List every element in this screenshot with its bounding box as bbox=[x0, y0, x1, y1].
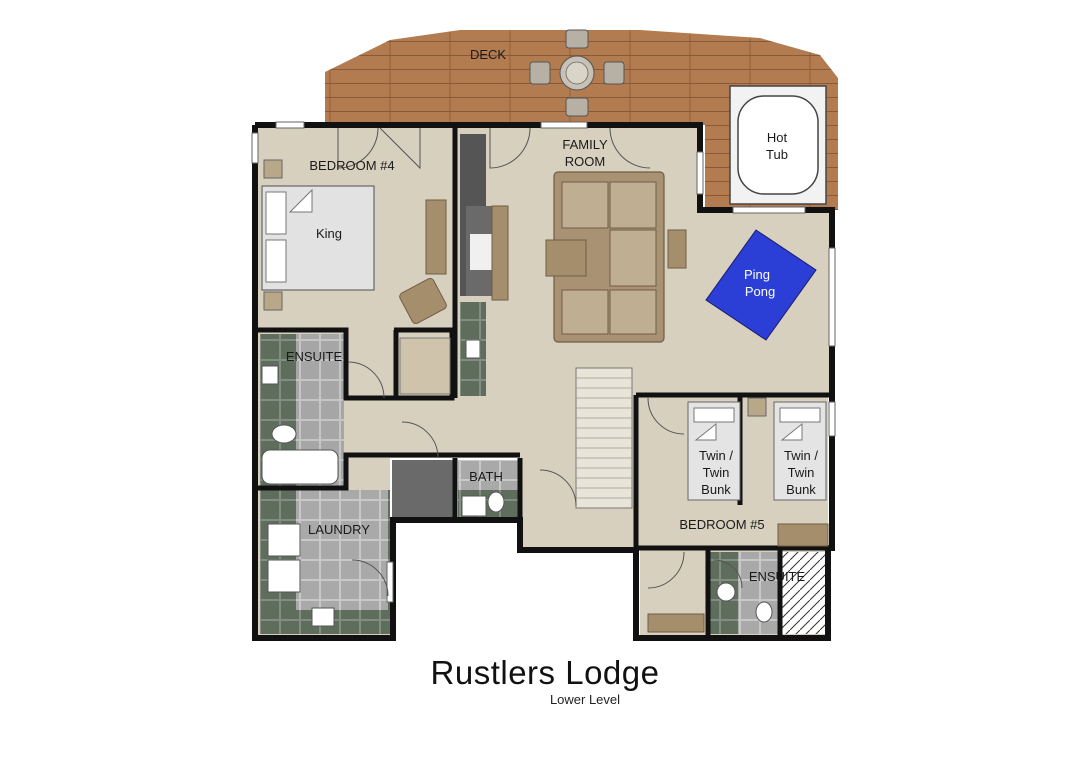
console-table bbox=[491, 205, 509, 301]
label-ping-pong-2: Pong bbox=[745, 284, 775, 299]
shower bbox=[780, 552, 826, 634]
label-bedroom4: BEDROOM #4 bbox=[309, 158, 394, 173]
label-bath: BATH bbox=[469, 469, 503, 484]
label-hot-tub-1: Hot bbox=[767, 130, 788, 145]
label-bunk-right-1: Twin / bbox=[784, 448, 818, 463]
bathroom-fixtures bbox=[261, 339, 773, 627]
label-ensuite-right: ENSUITE bbox=[749, 569, 806, 584]
patio-table bbox=[529, 29, 625, 117]
mechanical-closet bbox=[392, 460, 454, 518]
dresser-b5 bbox=[777, 523, 829, 547]
interior-floor bbox=[258, 128, 830, 635]
closet-shelf-b5 bbox=[647, 613, 705, 633]
label-hot-tub-2: Tub bbox=[766, 147, 788, 162]
deck-area bbox=[325, 30, 838, 210]
label-bunk-left-1: Twin / bbox=[699, 448, 733, 463]
bunk-bed-left bbox=[687, 401, 741, 501]
closet-b4 bbox=[399, 337, 451, 395]
fireplace-opening bbox=[470, 234, 492, 270]
bunk-bed-right bbox=[773, 401, 827, 501]
label-bedroom5: BEDROOM #5 bbox=[679, 517, 764, 532]
label-bunk-left-2: Twin bbox=[703, 465, 730, 480]
label-bunk-right-2: Twin bbox=[788, 465, 815, 480]
label-ensuite-left: ENSUITE bbox=[286, 349, 343, 364]
nightstand-bottom bbox=[263, 291, 283, 311]
sectional-sofa bbox=[553, 171, 665, 343]
ping-pong-table bbox=[705, 229, 817, 341]
coffee-table bbox=[545, 239, 587, 277]
laundry-floor bbox=[296, 490, 388, 610]
label-family-room-1: FAMILY bbox=[562, 137, 608, 152]
plan-title: Rustlers Lodge bbox=[430, 654, 660, 691]
plan-subtitle: Lower Level bbox=[549, 692, 621, 707]
label-ping-pong-1: Ping bbox=[744, 267, 770, 282]
dresser bbox=[425, 199, 447, 275]
king-bed bbox=[261, 185, 375, 291]
hot-tub bbox=[729, 85, 827, 205]
staircase bbox=[575, 367, 633, 509]
label-deck: DECK bbox=[470, 47, 506, 62]
label-king: King bbox=[316, 226, 342, 241]
nightstand-b5 bbox=[747, 397, 767, 417]
label-bunk-right-3: Bunk bbox=[786, 482, 816, 497]
armchair bbox=[399, 277, 447, 325]
nightstand-top bbox=[263, 159, 283, 179]
doors bbox=[337, 127, 743, 597]
side-table bbox=[667, 229, 687, 269]
label-laundry: LAUNDRY bbox=[308, 522, 370, 537]
label-family-room-2: ROOM bbox=[565, 154, 605, 169]
label-bunk-left-3: Bunk bbox=[701, 482, 731, 497]
windows bbox=[251, 121, 836, 603]
